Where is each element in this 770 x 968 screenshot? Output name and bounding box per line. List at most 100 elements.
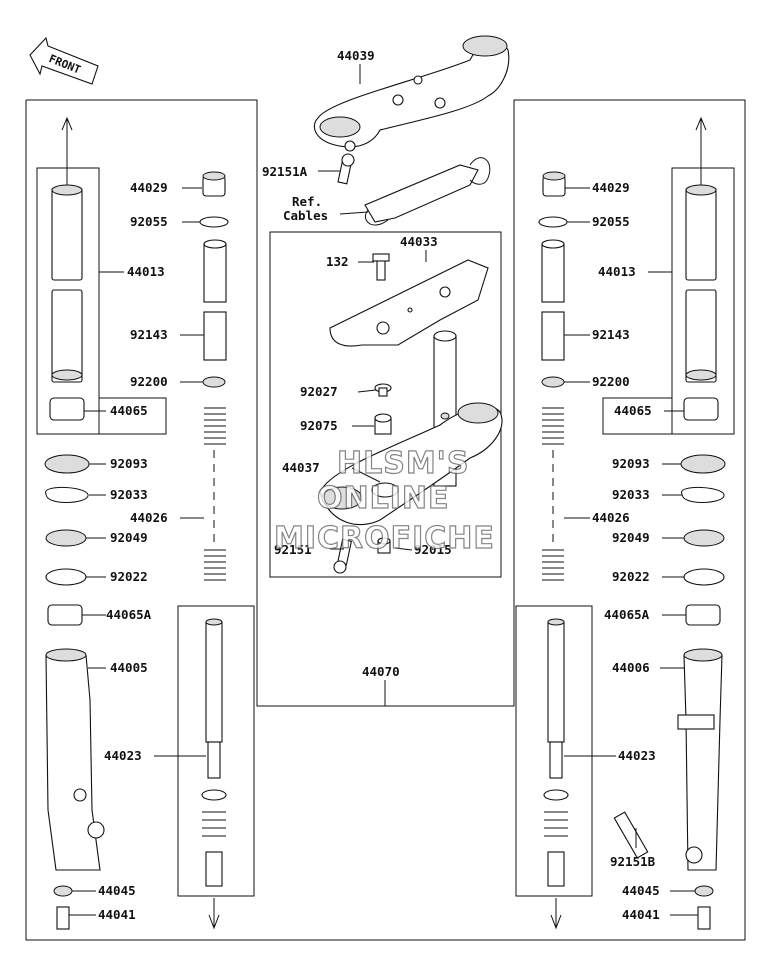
right-bolt-44041 (697, 906, 711, 930)
right-spring-44026 (542, 407, 564, 581)
left-spring-44026 (204, 407, 226, 581)
right-cartridge-box-ext (602, 168, 734, 435)
left-cartridge-44013 (51, 184, 83, 383)
bracket-44033 (329, 259, 489, 347)
cable-bracket (364, 157, 491, 226)
label-right-44065a: 44065A (604, 607, 650, 622)
left-damper-rod-44023 (201, 618, 227, 887)
upper-triple-clamp (313, 35, 510, 152)
bolt-132 (372, 253, 390, 281)
left-cartridge-box-ext (37, 168, 167, 435)
label-left-92033: 92033 (110, 487, 148, 502)
collar-92075 (374, 413, 392, 435)
label-44070: 44070 (362, 664, 400, 679)
right-circlip-92033 (681, 486, 725, 503)
label-right-92200: 92200 (592, 374, 630, 389)
left-oring-92055 (199, 216, 229, 228)
label-right-44026: 44026 (592, 510, 630, 525)
label-right-44065: 44065 (614, 403, 652, 418)
right-bushing-44065 (683, 397, 719, 421)
label-92151a: 92151A (262, 164, 308, 179)
right-washer-92200 (541, 376, 565, 388)
watermark-line1: HLSM'S (337, 446, 469, 481)
label-right-44041: 44041 (622, 907, 660, 922)
ref-label-line1: Ref. (292, 194, 322, 209)
label-right-92093: 92093 (612, 456, 650, 471)
label-right-44029: 44029 (592, 180, 630, 195)
label-92075: 92075 (300, 418, 338, 433)
washer-92027 (374, 383, 392, 397)
right-damper-rod-44023 (543, 618, 569, 887)
label-left-44026: 44026 (130, 510, 168, 525)
label-right-92055: 92055 (592, 214, 630, 229)
left-bushing-44065 (49, 397, 85, 421)
label-92015: 92015 (414, 542, 452, 557)
label-left-92022: 92022 (110, 569, 148, 584)
left-damper-box (177, 605, 255, 897)
label-right-44006: 44006 (612, 660, 650, 675)
right-dust-seal-92093 (680, 454, 726, 474)
left-cap-44029 (202, 171, 226, 197)
label-left-44005: 44005 (110, 660, 148, 675)
label-left-44029: 44029 (130, 180, 168, 195)
label-92151: 92151 (274, 542, 312, 557)
label-left-92093: 92093 (110, 456, 148, 471)
right-oil-seal-92049 (683, 529, 725, 547)
label-right-92049: 92049 (612, 530, 650, 545)
left-bushing-44065a (47, 604, 83, 626)
left-oil-seal-92049 (45, 529, 87, 547)
watermark-line3: MICROFICHE (274, 521, 495, 556)
label-left-44045: 44045 (98, 883, 136, 898)
label-right-44013: 44013 (598, 264, 636, 279)
steering-stem (319, 330, 503, 526)
left-spacer-92143 (203, 239, 227, 361)
label-44037: 44037 (282, 460, 320, 475)
label-left-44065a: 44065A (106, 607, 152, 622)
right-bushing-44065a (685, 604, 721, 626)
label-left-44013: 44013 (127, 264, 165, 279)
label-44039: 44039 (337, 48, 375, 63)
label-left-92049: 92049 (110, 530, 148, 545)
right-outer-tube-44006 (677, 648, 723, 871)
left-circlip-92033 (45, 486, 89, 503)
right-cap-44029 (542, 171, 566, 197)
nut-92015 (377, 537, 391, 554)
label-right-92022: 92022 (612, 569, 650, 584)
label-92027: 92027 (300, 384, 338, 399)
right-cartridge-44013 (685, 184, 717, 383)
center-box (269, 231, 502, 578)
label-44033: 44033 (400, 234, 438, 249)
right-washer-92022 (683, 568, 725, 586)
right-spacer-92143 (541, 239, 565, 361)
label-left-44041: 44041 (98, 907, 136, 922)
watermark-line2: ONLINE (317, 481, 450, 516)
label-right-92143: 92143 (592, 327, 630, 342)
watermark: HLSM'S ONLINE MICROFICHE (273, 445, 495, 556)
left-washer-92200 (202, 376, 226, 388)
label-left-92055: 92055 (130, 214, 168, 229)
front-arrow-icon: FRONT (29, 36, 99, 85)
ref-label-line2: Cables (283, 208, 328, 223)
label-right-44023: 44023 (618, 748, 656, 763)
label-left-44023: 44023 (104, 748, 142, 763)
right-oring-92055 (538, 216, 568, 228)
right-washer-44045 (694, 885, 714, 897)
left-dust-seal-92093 (44, 454, 90, 474)
label-left-92143: 92143 (130, 327, 168, 342)
right-damper-box (515, 605, 593, 897)
bolt-92151a (337, 153, 355, 185)
left-bolt-44041 (56, 906, 70, 930)
label-right-92151b: 92151B (610, 854, 656, 869)
left-outer-tube-44005 (45, 648, 105, 871)
leader-lines (69, 64, 698, 916)
label-left-44065: 44065 (110, 403, 148, 418)
label-right-92033: 92033 (612, 487, 650, 502)
part-labels: 44039 92151A Ref. Cables 44033 132 92027… (98, 48, 660, 922)
left-washer-92022 (45, 568, 87, 586)
label-left-92200: 92200 (130, 374, 168, 389)
label-right-44045: 44045 (622, 883, 660, 898)
label-132: 132 (326, 254, 349, 269)
left-washer-44045 (53, 885, 73, 897)
